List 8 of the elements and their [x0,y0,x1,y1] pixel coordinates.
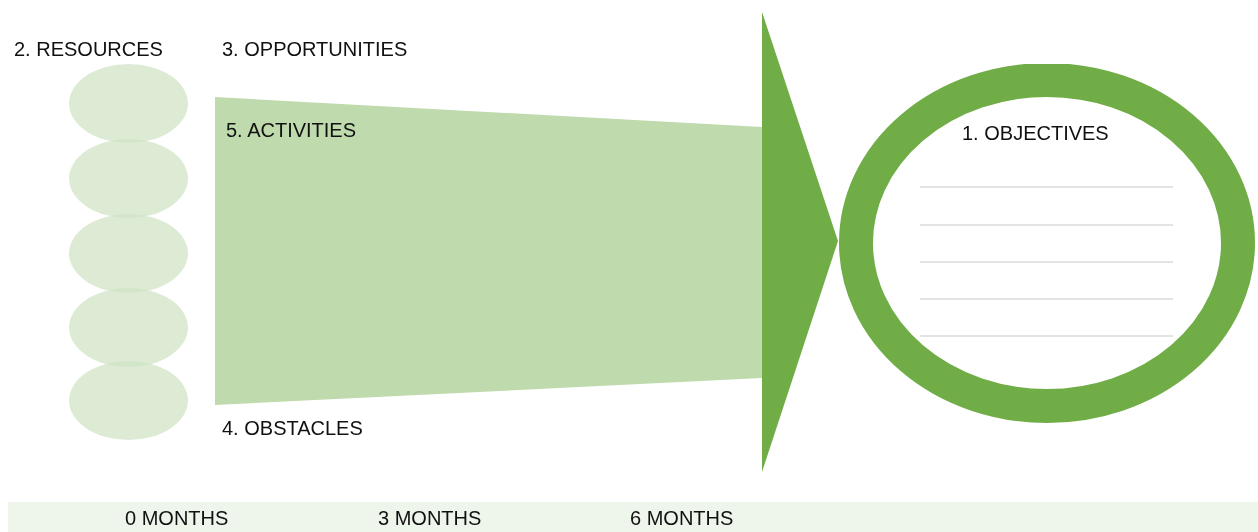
section-label: 2. RESOURCES [14,37,163,62]
ring-title: 1. OBJECTIVES [962,121,1109,146]
timeline-label: 6 MONTHS [630,507,734,529]
section-label: 4. OBSTACLES [222,416,363,441]
section-label: 3. OPPORTUNITIES [222,37,408,62]
timeline-label: 3 MONTHS [378,507,482,529]
band-title: 5. ACTIVITIES [226,118,357,143]
timeline-label: 0 MONTHS [125,507,229,529]
